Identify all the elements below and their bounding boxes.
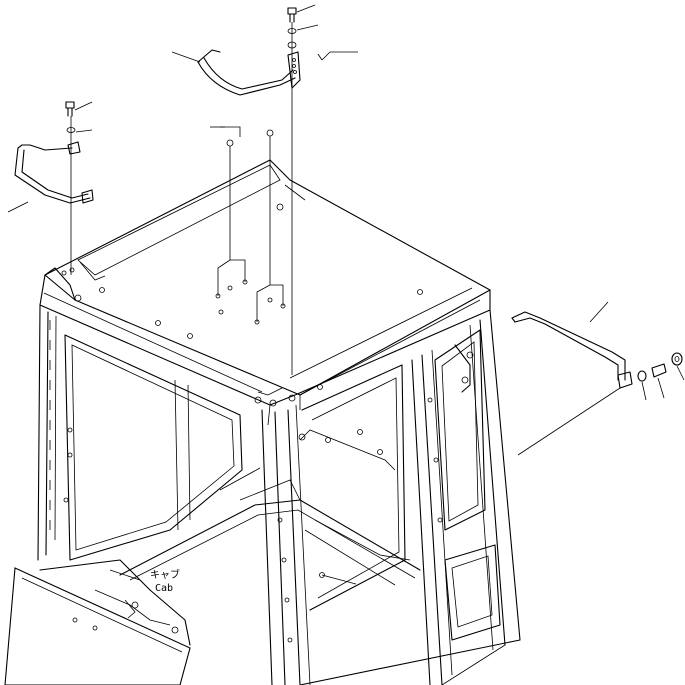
- fasteners: [65, 7, 683, 382]
- handrail-right: [511, 311, 633, 389]
- cab-roof: [39, 159, 491, 426]
- cab-label-en: Cab: [155, 583, 173, 594]
- cab-body: [37, 304, 521, 685]
- cab-label-jp: キャブ: [150, 568, 180, 581]
- leader-lines: [7, 4, 685, 585]
- cab-callout: キャブ Cab: [150, 568, 180, 594]
- handrail-top: [197, 49, 301, 96]
- handrail-left: [14, 141, 94, 204]
- cab-door-open: [4, 559, 191, 685]
